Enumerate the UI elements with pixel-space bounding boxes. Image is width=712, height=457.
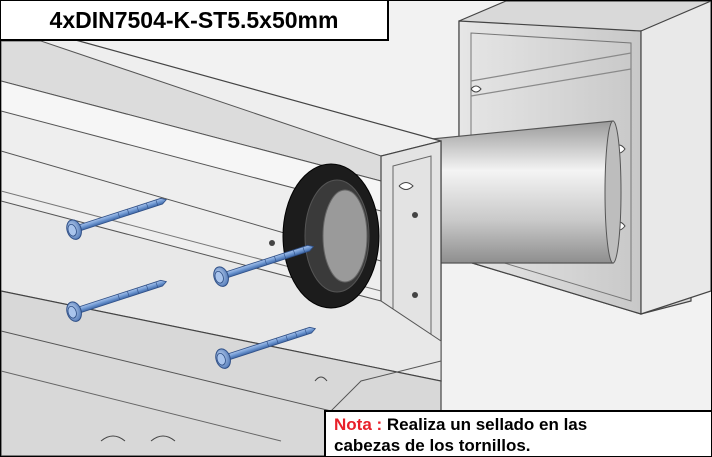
part-label: 4xDIN7504-K-ST5.5x50mm <box>49 6 339 33</box>
note-box: Nota : Realiza un sellado en las cabezas… <box>324 410 711 456</box>
part-label-box: 4xDIN7504-K-ST5.5x50mm <box>1 1 389 41</box>
note-line-2: cabezas de los tornillos. <box>334 436 531 455</box>
note-text-1: Realiza un sellado en las <box>386 415 588 434</box>
note-prefix: Nota : <box>334 415 383 434</box>
gasket-ring-icon <box>282 163 380 309</box>
note-line-1: Nota : Realiza un sellado en las <box>334 414 711 435</box>
